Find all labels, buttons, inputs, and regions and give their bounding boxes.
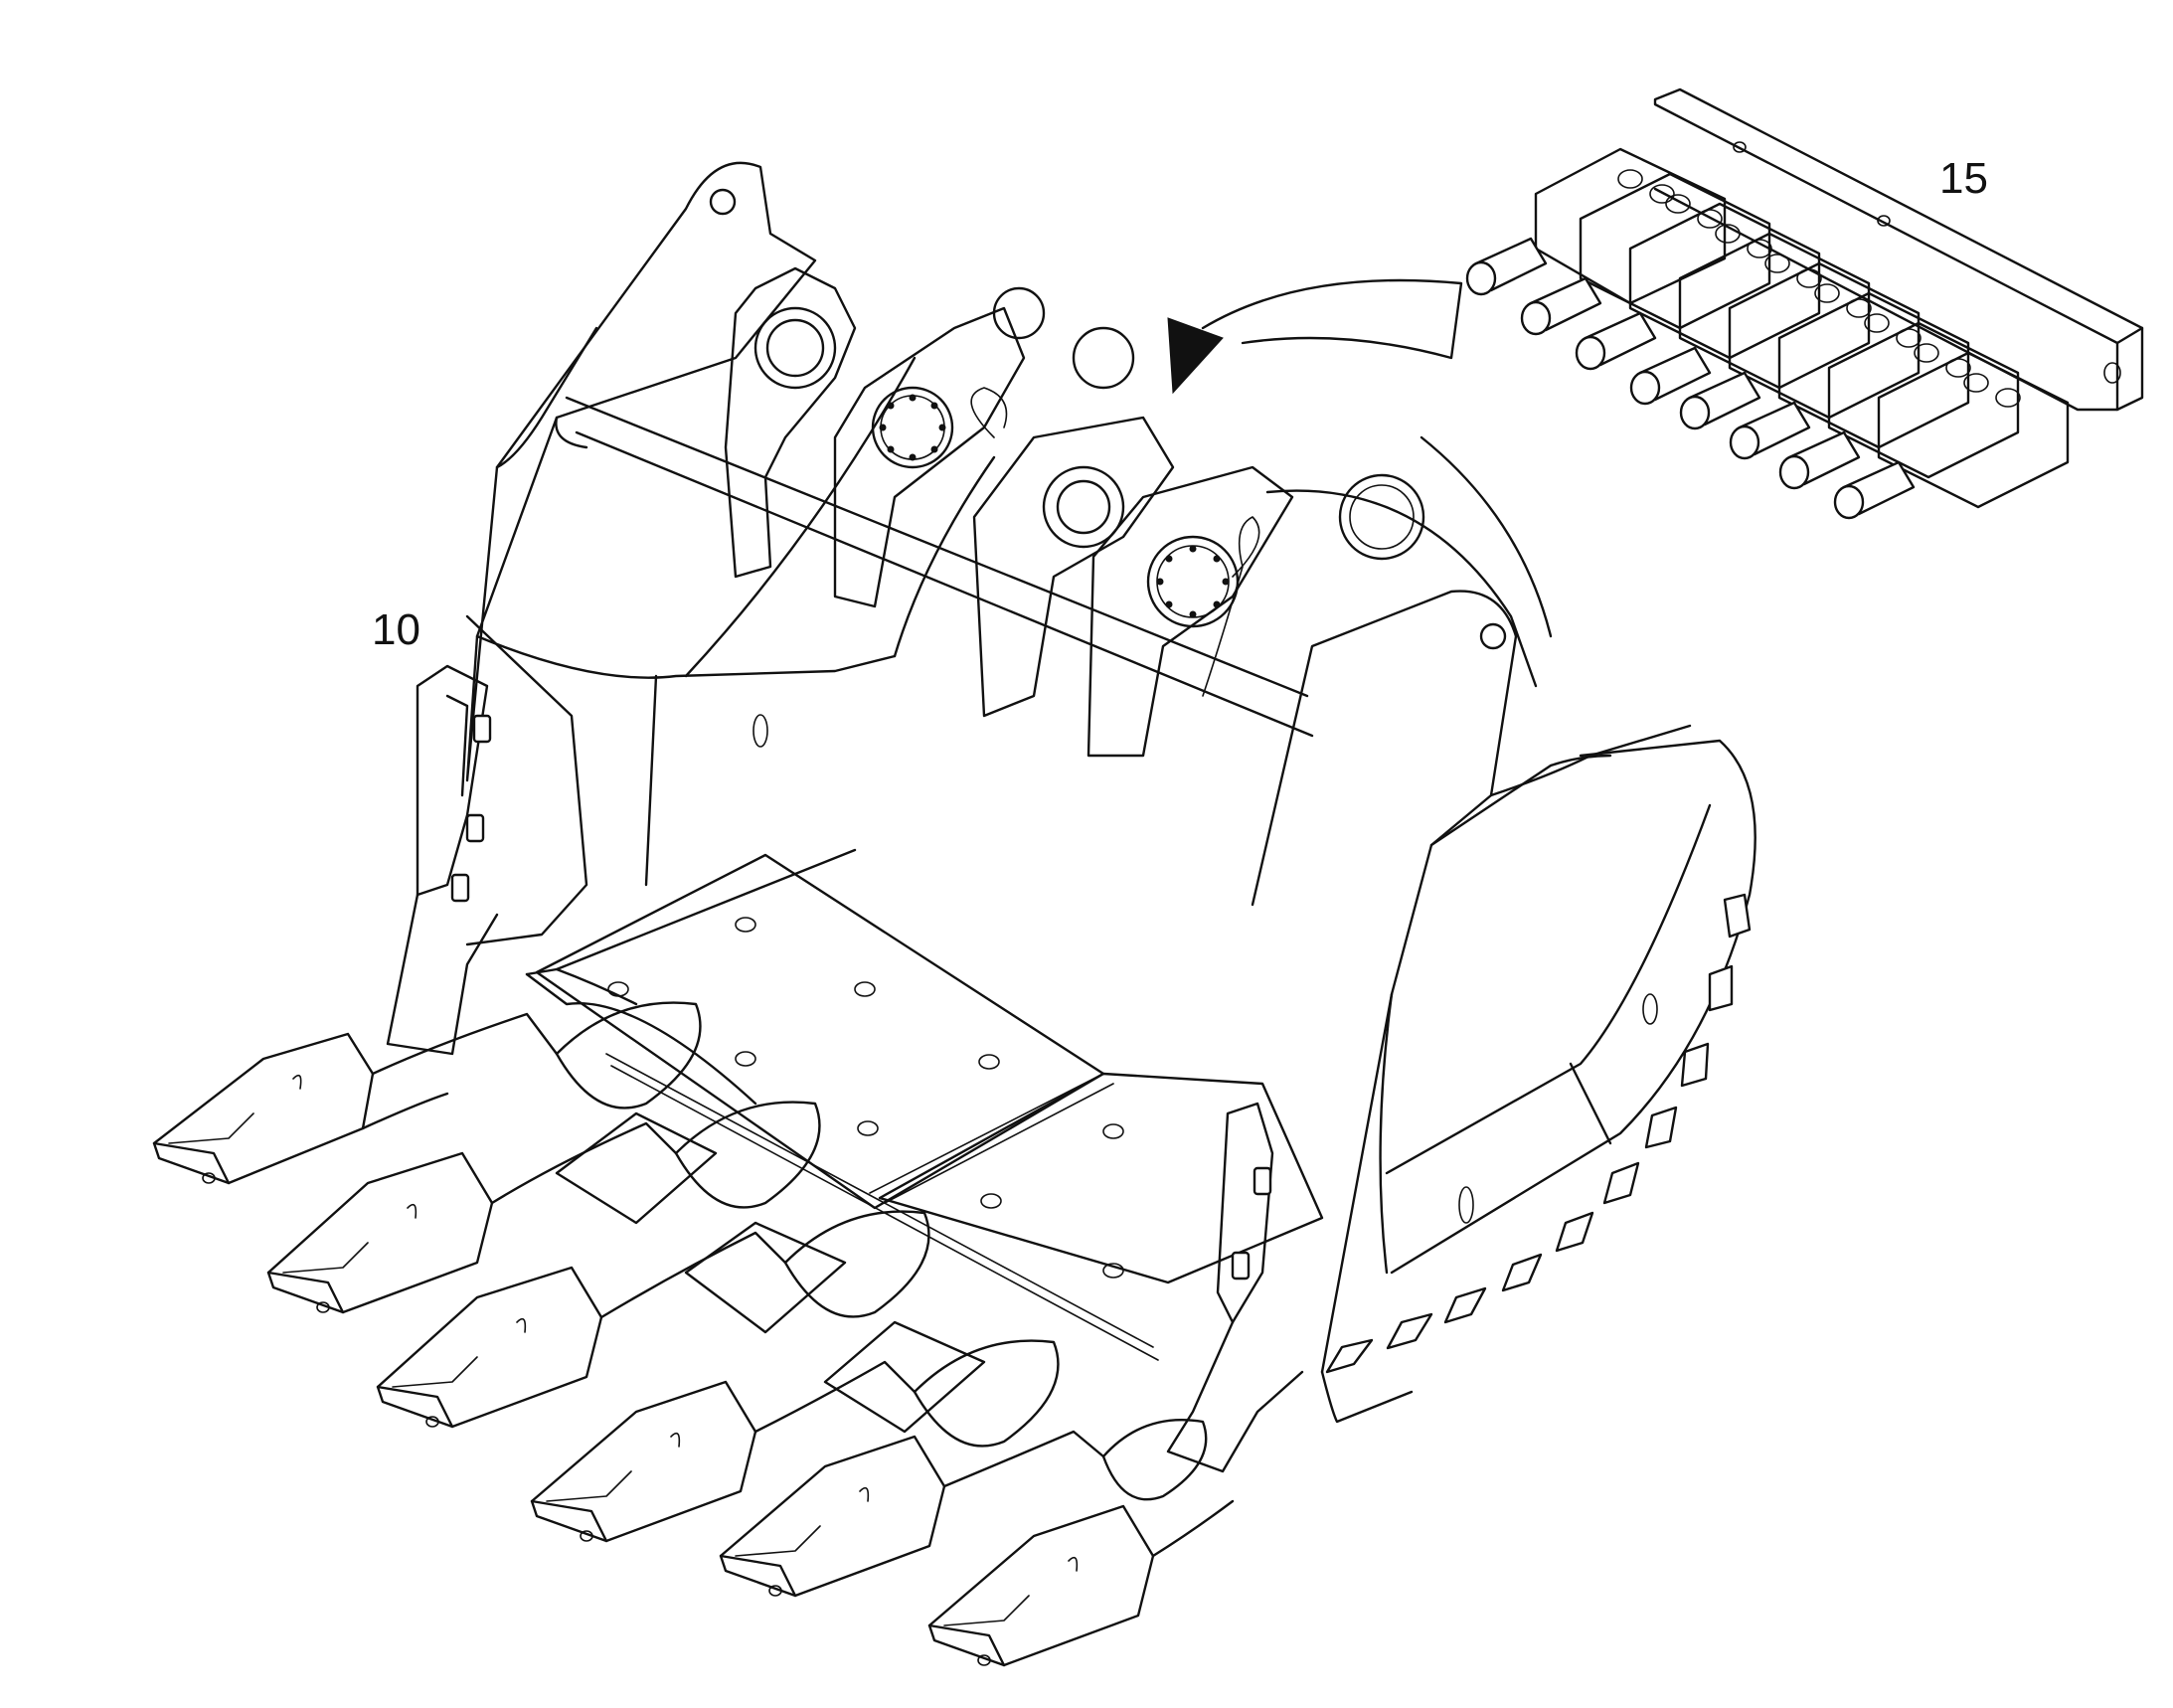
rim-wear-segments bbox=[1325, 893, 1752, 1374]
tooth-4 bbox=[530, 1360, 917, 1543]
manifold-block-15 bbox=[1465, 87, 2144, 520]
callout-10: 10 bbox=[372, 605, 420, 654]
tooth-1 bbox=[152, 1012, 559, 1185]
tooth-3 bbox=[376, 1231, 787, 1429]
mounting-lugs bbox=[724, 266, 1425, 758]
floor-bolt-holes bbox=[607, 917, 1124, 1279]
grease-fittings bbox=[1465, 237, 1916, 520]
detail-arrow bbox=[1167, 278, 1463, 395]
side-cutter-right bbox=[1166, 1102, 1304, 1473]
side-cutter-10 bbox=[386, 664, 499, 1056]
tooth-6 bbox=[927, 1499, 1235, 1667]
callout-15: 15 bbox=[1939, 154, 1988, 203]
bucket-body bbox=[465, 161, 1756, 1424]
tooth-5 bbox=[719, 1430, 1105, 1598]
tooth-2 bbox=[266, 1121, 678, 1314]
pin-bolt-circle bbox=[879, 394, 946, 461]
valve-sections bbox=[1534, 147, 2070, 509]
pin-bolt-circle-right bbox=[1156, 545, 1230, 618]
bucket-teeth bbox=[152, 1001, 1235, 1667]
